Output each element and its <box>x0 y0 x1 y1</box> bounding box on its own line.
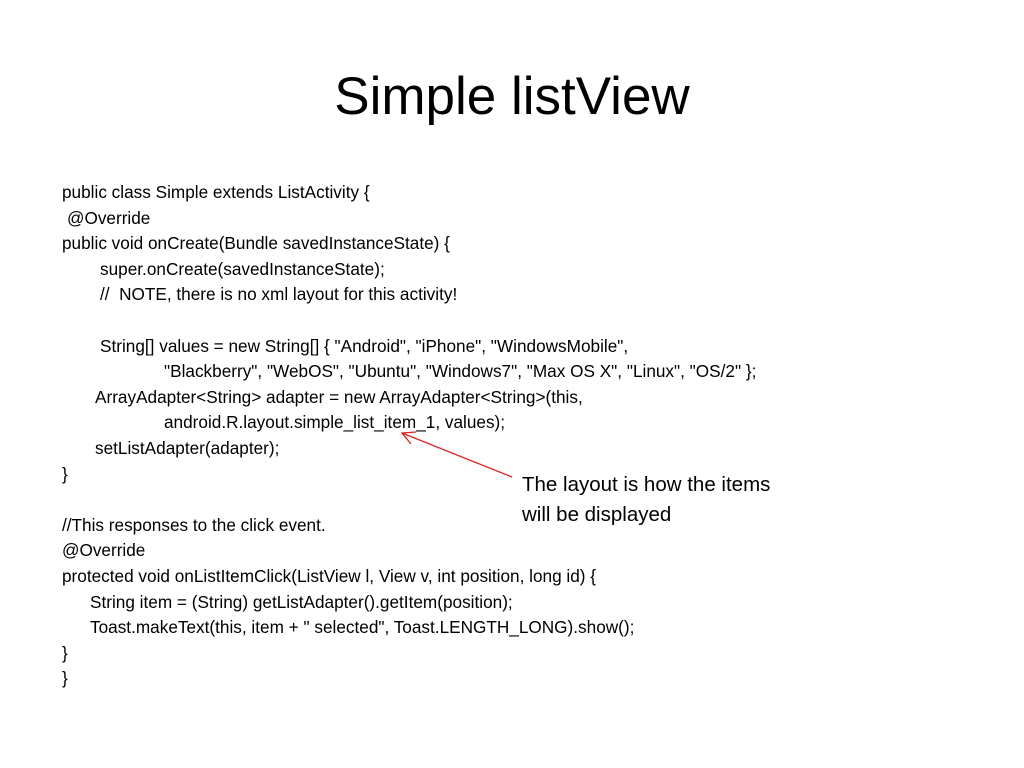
code-line: String[] values = new String[] { "Androi… <box>100 335 629 356</box>
code-line <box>62 308 962 334</box>
code-line: // NOTE, there is no xml layout for this… <box>100 284 458 305</box>
code-line: } <box>62 463 68 484</box>
code-line: String item = (String) getListAdapter().… <box>90 591 513 612</box>
code-line: public void onCreate(Bundle savedInstanc… <box>62 233 450 254</box>
code-line: ArrayAdapter<String> adapter = new Array… <box>95 386 583 407</box>
code-line: public class Simple extends ListActivity… <box>62 182 370 202</box>
code-block: public class Simple extends ListActivity… <box>62 180 962 692</box>
callout-annotation: The layout is how the items will be disp… <box>522 470 842 530</box>
code-line: Toast.makeText(this, item + " selected",… <box>90 617 635 638</box>
code-line: @Override <box>67 207 151 228</box>
code-line: @Override <box>62 540 146 561</box>
code-line: //This responses to the click event. <box>62 514 326 535</box>
slide-title: Simple listView <box>334 67 690 126</box>
code-line: } <box>62 668 68 689</box>
code-line: protected void onListItemClick(ListView … <box>62 565 597 586</box>
code-line: setListAdapter(adapter); <box>95 437 280 458</box>
code-line: } <box>62 642 68 663</box>
code-line: super.onCreate(savedInstanceState); <box>100 258 385 279</box>
code-line: android.R.layout.simple_list_item_1, val… <box>164 412 506 433</box>
callout-line-1: The layout is how the items <box>522 473 771 496</box>
callout-line-2: will be displayed <box>522 503 672 526</box>
code-line: "Blackberry", "WebOS", "Ubuntu", "Window… <box>164 361 757 382</box>
